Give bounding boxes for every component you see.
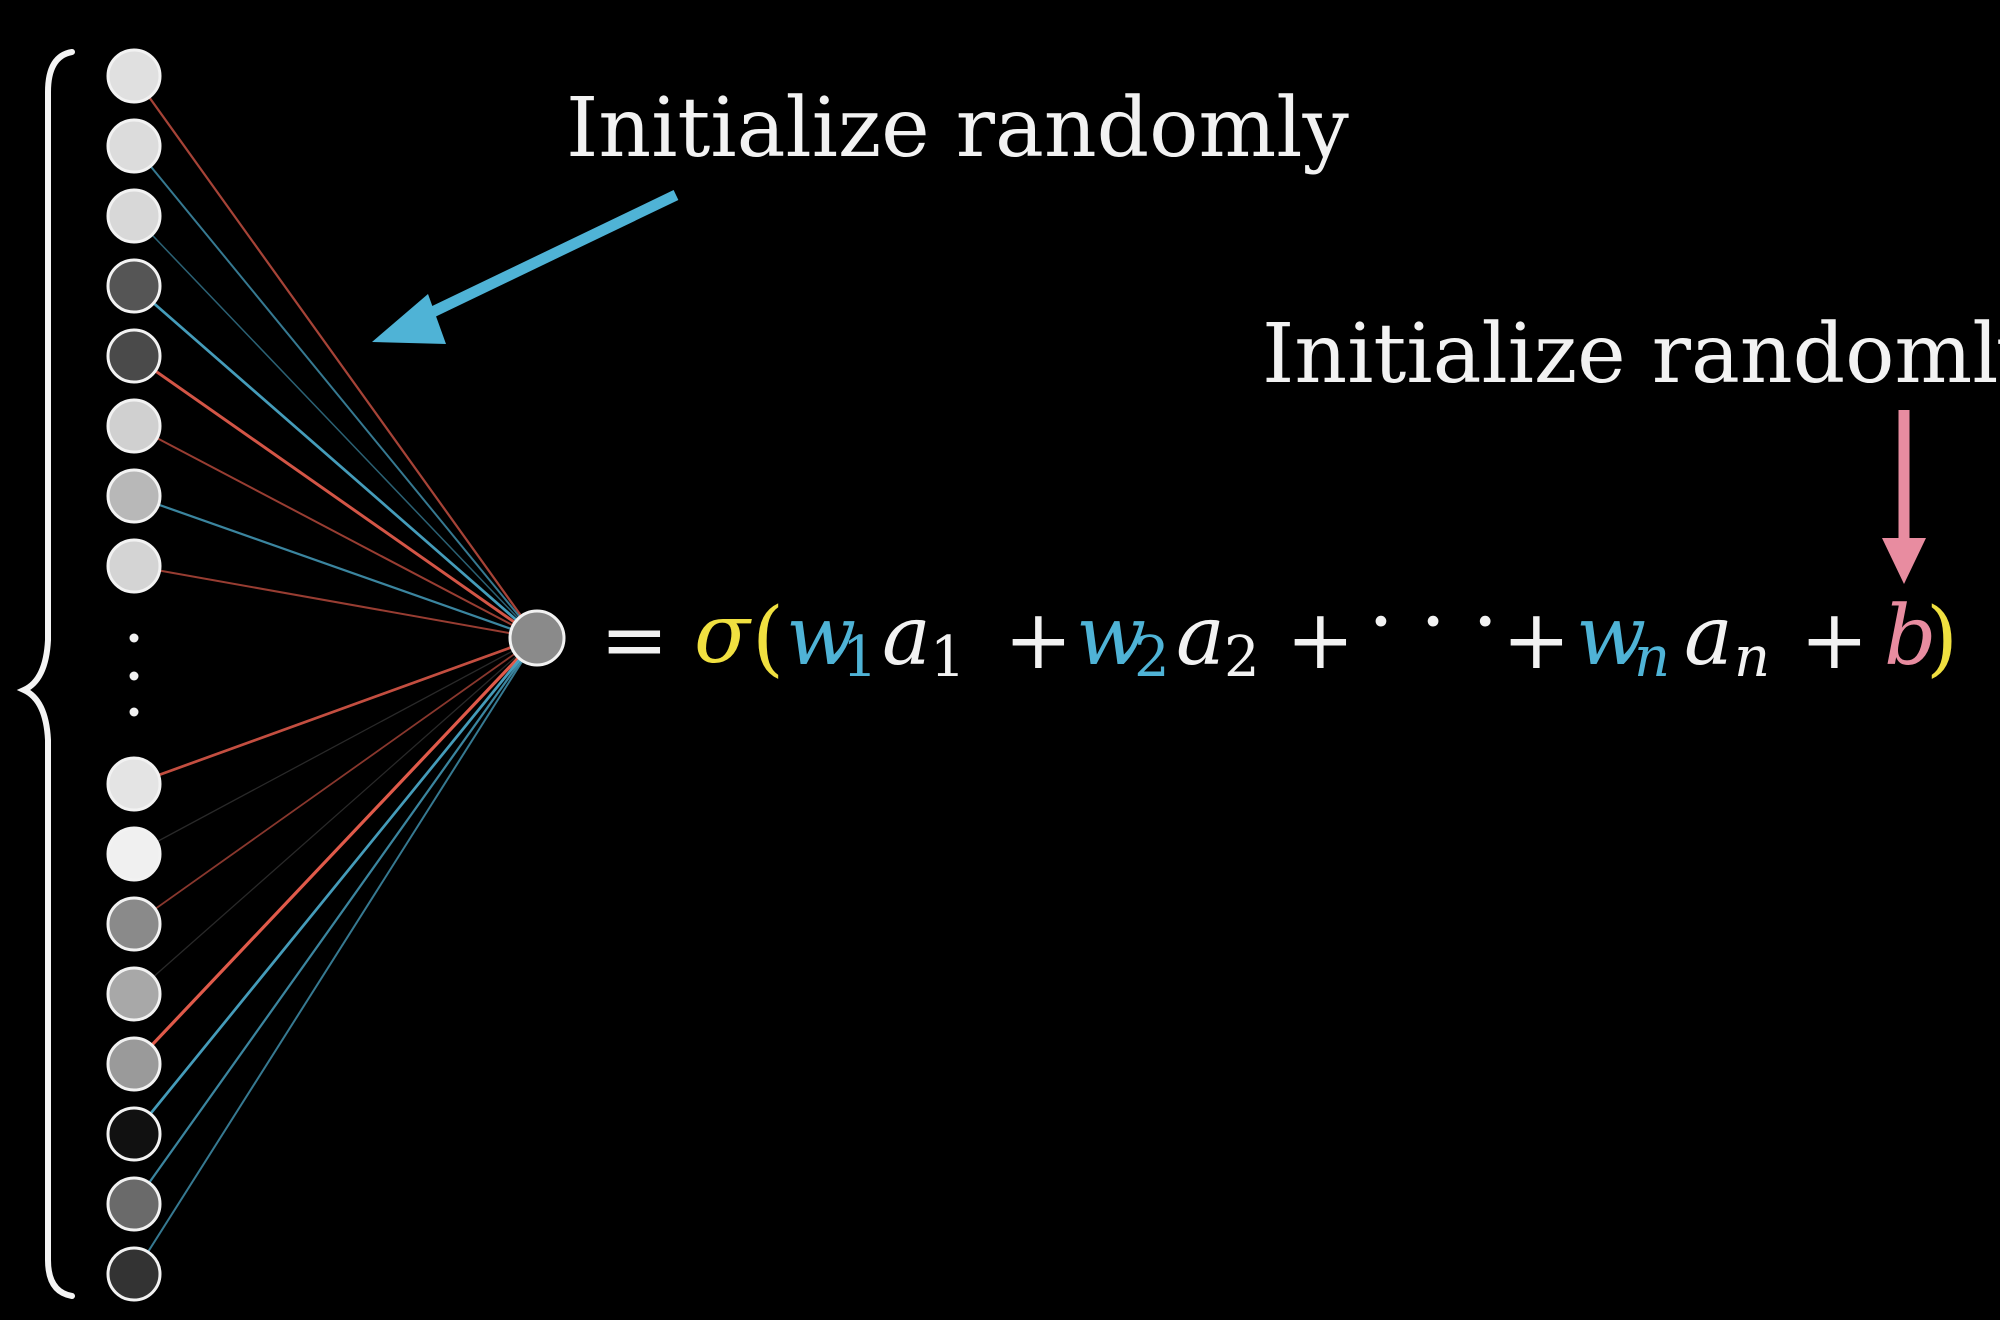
cdots: · · · <box>1368 575 1498 670</box>
weight-connection <box>133 494 538 640</box>
neuron-equation: = σ ( w 1 a 1 + w 2 a 2 + · · · + w n a … <box>600 575 1958 690</box>
weight-connection <box>133 425 538 639</box>
weight-w2-subscript: 2 <box>1134 625 1170 690</box>
activation-a1-subscript: 1 <box>930 625 966 690</box>
ellipsis-dot <box>129 671 139 681</box>
plus-sign: + <box>1800 593 1869 688</box>
weight-w1-subscript: 1 <box>842 625 878 690</box>
input-neuron-top <box>106 118 162 174</box>
activation-an: a <box>1684 589 1733 684</box>
ellipsis-dot <box>129 707 139 717</box>
weight-connection <box>132 636 539 1066</box>
input-neuron-top <box>106 328 162 384</box>
bias-b: b <box>1884 589 1937 684</box>
sigma-symbol: σ <box>694 587 752 682</box>
input-neuron-top <box>106 538 162 594</box>
activation-a2: a <box>1176 589 1225 684</box>
weight-connection <box>133 215 538 639</box>
close-paren: ) <box>1926 591 1958 686</box>
weight-connection <box>132 637 539 1135</box>
input-neuron-bottom <box>106 826 162 882</box>
weight-connection <box>133 565 538 639</box>
weight-w1: w <box>786 589 856 684</box>
weights-arrow <box>372 190 679 344</box>
input-brace <box>16 49 75 1299</box>
plus-sign: + <box>1502 593 1571 688</box>
activation-a2-subscript: 2 <box>1224 625 1260 690</box>
input-neuron-bottom <box>106 1106 162 1162</box>
input-neuron-bottom <box>106 1176 162 1232</box>
input-neuron-top <box>106 398 162 454</box>
input-neuron-bottom <box>106 966 162 1022</box>
weight-connection <box>133 637 538 995</box>
weight-connection <box>133 145 538 639</box>
bias-arrow <box>1882 410 1926 584</box>
equals-sign: = <box>600 593 669 688</box>
input-neuron-top <box>106 468 162 524</box>
weight-connection <box>133 637 538 925</box>
activation-an-subscript: n <box>1734 625 1770 690</box>
weights-label: Initialize randomly <box>566 81 1349 176</box>
bias-label: Initialize randomly <box>1262 307 2000 402</box>
weight-connection <box>133 75 538 639</box>
input-neuron-bottom <box>106 896 162 952</box>
weight-connection <box>133 637 538 855</box>
weight-connection <box>133 637 538 1275</box>
input-neuron-bottom <box>106 1246 162 1302</box>
ellipsis-dot <box>129 633 139 643</box>
input-neuron-bottom <box>106 756 162 812</box>
input-neuron-top <box>106 48 162 104</box>
plus-sign: + <box>1004 593 1073 688</box>
output-neuron <box>508 609 566 667</box>
weight-connection <box>133 636 538 786</box>
input-neurons <box>106 48 162 1302</box>
input-neuron-bottom <box>106 1036 162 1092</box>
weight-connection <box>133 284 538 640</box>
input-neuron-top <box>106 188 162 244</box>
weight-connection <box>133 354 538 640</box>
weight-wn-subscript: n <box>1634 625 1670 690</box>
ellipsis-dots <box>129 633 139 717</box>
weight-w2: w <box>1076 589 1146 684</box>
input-neuron-top <box>106 258 162 314</box>
weight-connection <box>133 637 538 1205</box>
activation-a1: a <box>882 589 931 684</box>
open-paren: ( <box>752 591 784 686</box>
weight-wn: w <box>1576 589 1646 684</box>
plus-sign: + <box>1286 593 1355 688</box>
weight-connections <box>132 75 539 1275</box>
